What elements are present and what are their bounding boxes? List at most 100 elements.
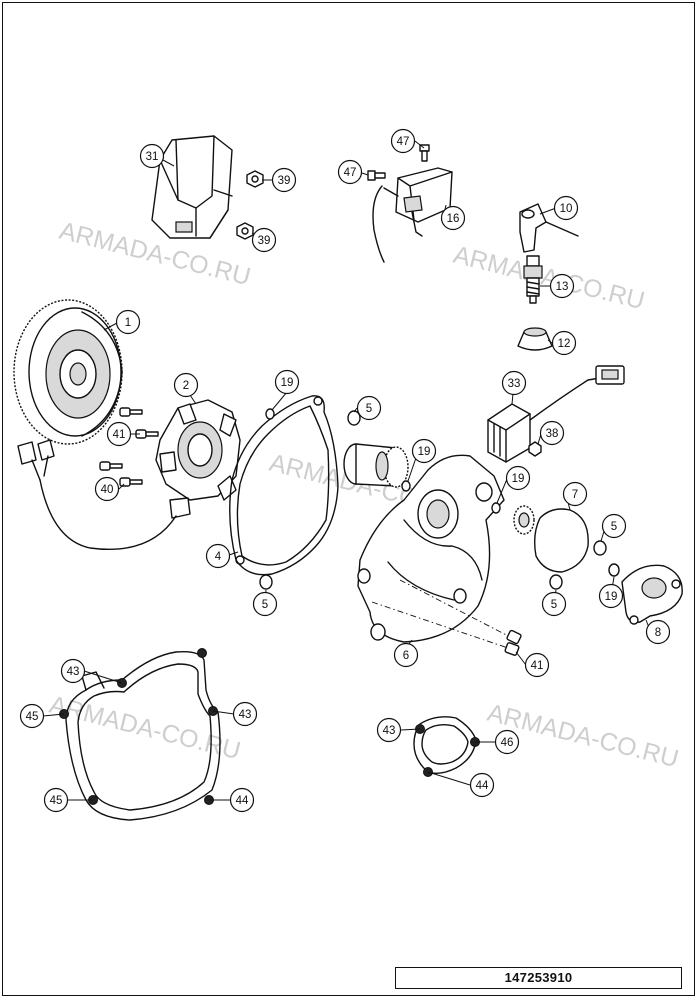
callout-43-large-right[interactable]: 43 — [232, 701, 258, 727]
callout-label: 5 — [611, 521, 617, 533]
part-cover-gasket[interactable] — [229, 395, 339, 576]
callout-5-lower[interactable]: 5 — [541, 591, 567, 617]
callout-label: 43 — [67, 666, 80, 678]
callout-label: 7 — [572, 489, 578, 501]
callout-label: 39 — [278, 175, 291, 187]
callout-label: 5 — [366, 403, 372, 415]
part-oring-19-c[interactable] — [491, 502, 501, 514]
part-gear-small[interactable] — [513, 505, 535, 535]
callout-label: 47 — [397, 136, 410, 148]
callout-label: 6 — [403, 650, 409, 662]
part-screws-41-left[interactable] — [119, 407, 159, 439]
callout-31[interactable]: 31 — [139, 143, 165, 169]
callout-label: 33 — [508, 378, 521, 390]
callout-6[interactable]: 6 — [393, 642, 419, 668]
callout-44-small[interactable]: 44 — [469, 772, 495, 798]
callout-label: 39 — [258, 235, 271, 247]
callout-label: 44 — [476, 780, 489, 792]
part-dowel-5-a[interactable] — [347, 410, 361, 426]
part-small-cover[interactable] — [621, 564, 683, 625]
part-cdi-unit[interactable] — [151, 135, 233, 239]
part-small-cover-gasket[interactable] — [533, 508, 589, 573]
part-seal-cap[interactable] — [517, 327, 553, 351]
part-nut-39-lower[interactable] — [236, 222, 254, 240]
callout-40[interactable]: 40 — [94, 476, 120, 502]
callout-1[interactable]: 1 — [115, 309, 141, 335]
part-stator[interactable] — [17, 399, 241, 551]
callout-33[interactable]: 33 — [501, 370, 527, 396]
leader-lines — [42, 140, 651, 801]
callout-19-top[interactable]: 19 — [274, 369, 300, 395]
callout-19-right[interactable]: 19 — [505, 465, 531, 491]
callout-44-large[interactable]: 44 — [229, 787, 255, 813]
callout-7[interactable]: 7 — [562, 481, 588, 507]
callout-39-upper[interactable]: 39 — [271, 167, 297, 193]
callout-19-lower[interactable]: 19 — [598, 583, 624, 609]
callout-4[interactable]: 4 — [205, 543, 231, 569]
callout-8[interactable]: 8 — [645, 619, 671, 645]
part-spark-plug-cap[interactable] — [519, 203, 579, 253]
callout-label: 13 — [556, 281, 569, 293]
callout-label: 19 — [512, 473, 525, 485]
callout-16[interactable]: 16 — [440, 205, 466, 231]
part-bolt-47-lower[interactable] — [367, 170, 386, 181]
part-bolts-41-long[interactable] — [371, 579, 522, 656]
callout-5-right[interactable]: 5 — [601, 513, 627, 539]
callout-12[interactable]: 12 — [551, 330, 577, 356]
callout-2[interactable]: 2 — [173, 372, 199, 398]
part-small-gasket[interactable] — [413, 716, 477, 775]
callout-41-left[interactable]: 41 — [106, 421, 132, 447]
callout-39-lower[interactable]: 39 — [251, 227, 277, 253]
part-spark-plug[interactable] — [523, 255, 543, 304]
callout-label: 41 — [531, 660, 544, 672]
part-flywheel-rotor[interactable] — [13, 299, 123, 445]
part-ignition-coil[interactable] — [372, 167, 453, 263]
part-large-gasket[interactable] — [65, 650, 221, 821]
part-screws-40[interactable] — [99, 461, 143, 487]
callout-47-lower[interactable]: 47 — [337, 159, 363, 185]
callout-5-left[interactable]: 5 — [252, 591, 278, 617]
callout-19-mid[interactable]: 19 — [411, 438, 437, 464]
callout-47-upper[interactable]: 47 — [390, 128, 416, 154]
drawing-number-box: 147253910 — [395, 967, 682, 989]
part-dowel-5-c[interactable] — [593, 540, 607, 556]
part-starter-gear-shaft[interactable] — [343, 443, 409, 488]
part-bolt-38[interactable] — [528, 441, 542, 457]
callout-label: 38 — [546, 428, 559, 440]
callout-label: 44 — [236, 795, 249, 807]
callout-label: 45 — [50, 795, 63, 807]
part-ignition-cover[interactable] — [357, 454, 505, 643]
part-dowel-5-b[interactable] — [259, 574, 273, 590]
part-oring-19-a[interactable] — [265, 408, 275, 420]
callout-label: 31 — [146, 151, 159, 163]
part-oring-19-b[interactable] — [401, 480, 411, 492]
callout-45-lower[interactable]: 45 — [43, 787, 69, 813]
part-dowel-5-d[interactable] — [549, 574, 563, 590]
callout-13[interactable]: 13 — [549, 273, 575, 299]
callout-43-small[interactable]: 43 — [376, 717, 402, 743]
callout-label: 1 — [125, 317, 131, 329]
callout-label: 19 — [605, 591, 618, 603]
callout-label: 19 — [281, 377, 294, 389]
callout-5-top[interactable]: 5 — [356, 395, 382, 421]
callout-label: 43 — [383, 725, 396, 737]
watermark-4: ARMADA-CO.RU — [47, 691, 244, 766]
callout-45-upper[interactable]: 45 — [19, 703, 45, 729]
callout-46[interactable]: 46 — [494, 729, 520, 755]
part-bolt-47-upper[interactable] — [419, 144, 430, 162]
callout-label: 45 — [26, 711, 39, 723]
callout-label: 12 — [558, 338, 571, 350]
callout-10[interactable]: 10 — [553, 195, 579, 221]
callout-label: 4 — [215, 551, 222, 563]
part-nut-39-upper[interactable] — [246, 170, 264, 188]
part-oring-19-d[interactable] — [608, 563, 620, 577]
callout-label: 19 — [418, 446, 431, 458]
callout-43-large-top[interactable]: 43 — [60, 658, 86, 684]
callout-label: 43 — [239, 709, 252, 721]
callout-label: 41 — [113, 429, 126, 441]
callout-41-right[interactable]: 41 — [524, 652, 550, 678]
callout-38[interactable]: 38 — [539, 420, 565, 446]
callout-label: 8 — [655, 627, 661, 639]
